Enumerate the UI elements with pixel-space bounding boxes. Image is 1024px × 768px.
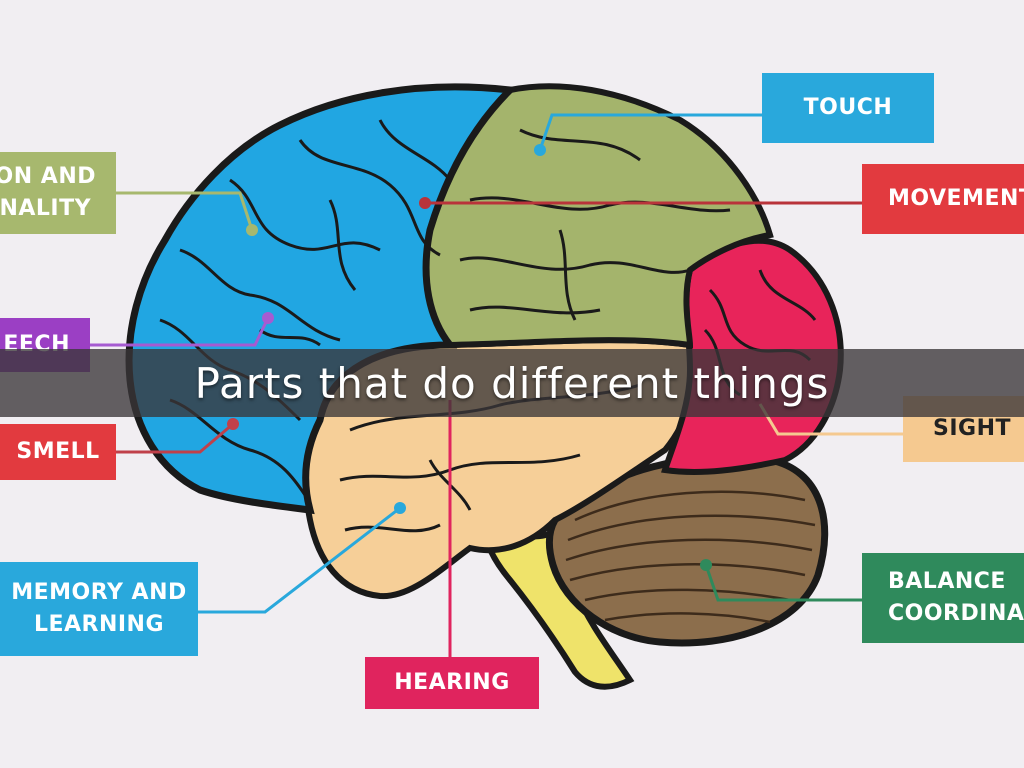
dot-touch bbox=[534, 144, 546, 156]
dot-speech bbox=[262, 312, 274, 324]
label-emotion-personality: ON AND NALITY bbox=[0, 152, 116, 234]
label-sight-line: SIGHT bbox=[933, 413, 1011, 445]
label-emotion-line-1: ON AND bbox=[0, 161, 96, 193]
label-memory-line-2: LEARNING bbox=[11, 609, 187, 641]
slide-title: Parts that do different things bbox=[195, 359, 830, 408]
label-emotion-line-2: NALITY bbox=[0, 193, 96, 225]
label-movement-line: MOVEMENT bbox=[888, 183, 1024, 215]
label-balance-line-1: BALANCE bbox=[888, 566, 1024, 598]
dot-emotion bbox=[246, 224, 258, 236]
dot-movement bbox=[419, 197, 431, 209]
label-memory-learning: MEMORY AND LEARNING bbox=[0, 562, 198, 656]
label-hearing-line: HEARING bbox=[394, 667, 510, 699]
label-hearing: HEARING bbox=[365, 657, 539, 709]
title-banner: Parts that do different things bbox=[0, 349, 1024, 417]
label-smell: SMELL bbox=[0, 424, 116, 480]
label-balance-coordination: BALANCE COORDINA bbox=[862, 553, 1024, 643]
label-movement: MOVEMENT bbox=[862, 164, 1024, 234]
label-touch-line: TOUCH bbox=[804, 92, 893, 124]
label-memory-line-1: MEMORY AND bbox=[11, 577, 187, 609]
dot-memory bbox=[394, 502, 406, 514]
label-balance-line-2: COORDINA bbox=[888, 598, 1024, 630]
dot-smell bbox=[227, 418, 239, 430]
dot-balance bbox=[700, 559, 712, 571]
label-touch: TOUCH bbox=[762, 73, 934, 143]
label-smell-line: SMELL bbox=[16, 436, 99, 468]
